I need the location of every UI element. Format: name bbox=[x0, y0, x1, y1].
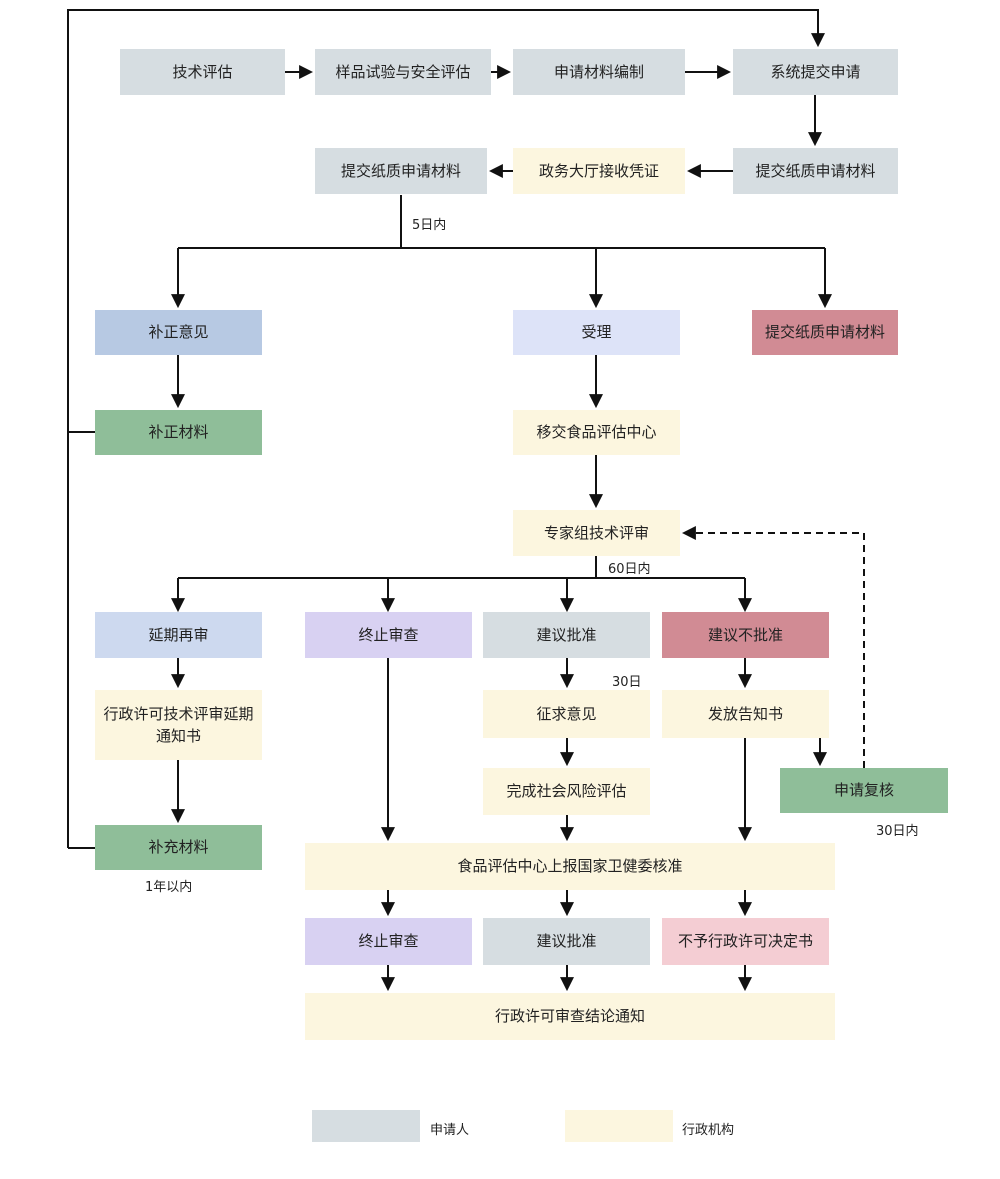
node-recommend-approval-1: 建议批准 bbox=[483, 612, 650, 658]
node-solicit-opinions: 征求意见 bbox=[483, 690, 650, 738]
node-risk-assessment: 完成社会风险评估 bbox=[483, 768, 650, 815]
node-paper-submit-red: 提交纸质申请材料 bbox=[752, 310, 898, 355]
node-receipt-voucher: 政务大厅接收凭证 bbox=[513, 148, 685, 194]
node-no-license-decision: 不予行政许可决定书 bbox=[662, 918, 829, 965]
node-tech-eval: 技术评估 bbox=[120, 49, 285, 95]
node-review-request: 申请复核 bbox=[780, 768, 948, 813]
node-recommend-approval-2: 建议批准 bbox=[483, 918, 650, 965]
node-material-prep: 申请材料编制 bbox=[513, 49, 685, 95]
node-issue-notice: 发放告知书 bbox=[662, 690, 829, 738]
legend-agency-swatch bbox=[565, 1110, 673, 1142]
node-conclusion-notice: 行政许可审查结论通知 bbox=[305, 993, 835, 1040]
node-terminate-review-1: 终止审查 bbox=[305, 612, 472, 658]
node-postpone-review: 延期再审 bbox=[95, 612, 262, 658]
node-correction-materials: 补正材料 bbox=[95, 410, 262, 455]
edge-label-within-1-year: 1年以内 bbox=[145, 880, 193, 895]
edge-label-within-30-days: 30日内 bbox=[876, 824, 919, 839]
node-correction-opinion: 补正意见 bbox=[95, 310, 262, 355]
node-terminate-review-2: 终止审查 bbox=[305, 918, 472, 965]
node-sample-test: 样品试验与安全评估 bbox=[315, 49, 491, 95]
edge-label-within-5-days: 5日内 bbox=[412, 218, 447, 233]
legend-applicant-swatch bbox=[312, 1110, 420, 1142]
node-paper-submit-top: 提交纸质申请材料 bbox=[733, 148, 898, 194]
node-recommend-disapproval: 建议不批准 bbox=[662, 612, 829, 658]
node-expert-review: 专家组技术评审 bbox=[513, 510, 680, 556]
node-system-submit: 系统提交申请 bbox=[733, 49, 898, 95]
edge-label-30-days: 30日 bbox=[612, 675, 642, 690]
legend-applicant-label: 申请人 bbox=[430, 1123, 470, 1138]
legend-agency-label: 行政机构 bbox=[682, 1123, 735, 1138]
node-transfer-center: 移交食品评估中心 bbox=[513, 410, 680, 455]
node-postpone-notice: 行政许可技术评审延期通知书 bbox=[95, 690, 262, 760]
node-report-nhc: 食品评估中心上报国家卫健委核准 bbox=[305, 843, 835, 890]
node-supplement-materials: 补充材料 bbox=[95, 825, 262, 870]
node-acceptance: 受理 bbox=[513, 310, 680, 355]
node-paper-submit-mid: 提交纸质申请材料 bbox=[315, 148, 487, 194]
edge-label-within-60-days: 60日内 bbox=[608, 562, 651, 577]
